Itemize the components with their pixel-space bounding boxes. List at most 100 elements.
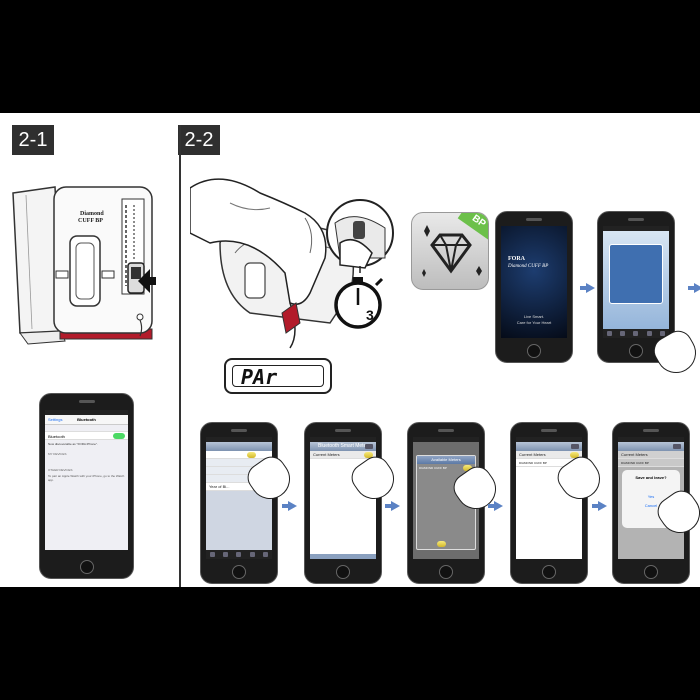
tutorial-card bbox=[609, 244, 663, 304]
flow-arrow bbox=[592, 501, 607, 511]
phone-home-button[interactable] bbox=[629, 344, 643, 358]
bluetooth-nav-title: Bluetooth bbox=[77, 417, 96, 422]
settings-back-link[interactable]: Settings bbox=[48, 417, 63, 422]
phone-available-meters: Available Meters DIAMOND CUFF BP bbox=[407, 422, 485, 584]
current-meters-screen: Bluetooth Smart Meter Current Meters bbox=[310, 437, 376, 559]
phone-home-button[interactable] bbox=[439, 565, 453, 579]
device-list-row[interactable]: DIAMOND CUFF BP bbox=[417, 464, 475, 472]
yellow-button[interactable] bbox=[247, 452, 256, 458]
bluetooth-toggle-row: Bluetooth bbox=[45, 431, 128, 440]
other-devices-header: OTHER DEVICES bbox=[48, 468, 73, 472]
phone-speaker bbox=[231, 429, 247, 432]
phone-bluetooth-settings: Settings Bluetooth Bluetooth Now discove… bbox=[39, 393, 134, 579]
my-devices-header: MY DEVICES bbox=[48, 452, 67, 456]
splash-screen: FORA Diamond CUFF BP Live Smart. Care fo… bbox=[501, 226, 567, 338]
app-nav-bar bbox=[516, 442, 582, 451]
splash-title: Diamond CUFF BP bbox=[508, 264, 549, 269]
current-meters-row: Current Meters bbox=[618, 451, 684, 459]
bluetooth-nav-bar: Settings Bluetooth bbox=[45, 415, 128, 425]
status-bar bbox=[206, 437, 272, 442]
settings-screen: Year of Bi... 1985 bbox=[206, 437, 272, 559]
settings-row bbox=[206, 459, 272, 467]
step-label-2-2: 2-2 bbox=[178, 125, 220, 155]
current-meters-label: Current Meters bbox=[313, 452, 340, 457]
phone-home-button[interactable] bbox=[232, 565, 246, 579]
phone-home-button[interactable] bbox=[542, 565, 556, 579]
step-label-2-1: 2-1 bbox=[12, 125, 54, 155]
add-meter-button[interactable] bbox=[364, 452, 373, 458]
phone-speaker bbox=[335, 429, 351, 432]
status-bar bbox=[413, 437, 479, 442]
diamond-icon bbox=[422, 225, 482, 277]
timer-seconds: 3 bbox=[366, 307, 374, 323]
phone-settings-list: Year of Bi... 1985 bbox=[200, 422, 278, 584]
save-cancel-button[interactable]: Cancel bbox=[644, 503, 658, 508]
section-divider bbox=[179, 125, 181, 587]
phone-home-button[interactable] bbox=[79, 560, 94, 574]
status-bar bbox=[603, 226, 669, 231]
status-bar bbox=[618, 437, 684, 442]
phone-current-meters: Bluetooth Smart Meter Current Meters bbox=[304, 422, 382, 584]
phone-tutorial bbox=[597, 211, 675, 363]
bluetooth-toggle-switch[interactable] bbox=[113, 433, 125, 439]
phone-home-button[interactable] bbox=[336, 565, 350, 579]
flow-arrow bbox=[282, 501, 297, 511]
status-bar bbox=[516, 437, 582, 442]
app-nav-bar: Bluetooth Smart Meter bbox=[310, 442, 376, 451]
bp-monitor-illustration: Diamond CUFF BP bbox=[10, 181, 160, 346]
instruction-panel: 2-1 2-2 Diam bbox=[0, 113, 700, 587]
device-name: DIAMOND CUFF BP bbox=[419, 466, 447, 470]
phone-home-button[interactable] bbox=[527, 344, 541, 358]
connect-button[interactable] bbox=[463, 465, 472, 471]
bluetooth-row-label: Bluetooth bbox=[48, 434, 65, 439]
device-model-label: CUFF BP bbox=[78, 218, 103, 224]
app-nav-bar bbox=[206, 442, 272, 451]
flow-arrow-offscreen bbox=[688, 283, 700, 293]
phone-speaker bbox=[438, 429, 454, 432]
phone-meter-added: Current Meters DIAMOND CUFF BP bbox=[510, 422, 588, 584]
settings-row bbox=[206, 467, 272, 475]
phone-home-button[interactable] bbox=[644, 565, 658, 579]
add-meter-button[interactable] bbox=[570, 452, 579, 458]
phone-speaker bbox=[628, 218, 644, 221]
pair-hint-text: To pair an Apple Watch with your iPhone,… bbox=[48, 474, 125, 482]
hand-press-illustration: 3 bbox=[189, 173, 410, 353]
fora-app-icon[interactable]: BP bbox=[411, 212, 489, 290]
tutorial-screen bbox=[603, 226, 669, 338]
splash-brand: FORA bbox=[508, 256, 525, 262]
status-bar bbox=[310, 437, 376, 442]
cuff-monitor-drawing bbox=[12, 186, 156, 345]
settings-row bbox=[206, 475, 272, 483]
phone-speaker bbox=[643, 429, 659, 432]
app-nav-bar bbox=[618, 442, 684, 451]
phone-splash: FORA Diamond CUFF BP Live Smart. Care fo… bbox=[495, 211, 573, 363]
current-meters-label: Current Meters bbox=[621, 452, 648, 457]
current-meters-label: Current Meters bbox=[519, 452, 546, 457]
confirm-button[interactable] bbox=[437, 541, 447, 547]
flow-arrow bbox=[385, 501, 400, 511]
paired-device-row: DIAMOND CUFF BP bbox=[618, 459, 684, 467]
tab-bar bbox=[206, 550, 272, 559]
year-of-birth-label: Year of Bi... bbox=[209, 484, 230, 489]
status-bar bbox=[45, 410, 128, 415]
available-meters-title: Available Meters bbox=[417, 456, 475, 464]
meters-row[interactable] bbox=[206, 451, 272, 459]
save-alert-title: Save and leave? bbox=[635, 475, 667, 480]
meter-added-screen: Current Meters DIAMOND CUFF BP bbox=[516, 437, 582, 559]
flow-arrow bbox=[488, 501, 503, 511]
phone-speaker bbox=[541, 429, 557, 432]
current-meters-row: Current Meters bbox=[310, 451, 376, 459]
phone-speaker bbox=[78, 400, 95, 403]
splash-tagline-2: Care for Your Heart bbox=[516, 320, 552, 325]
save-yes-button[interactable]: Yes bbox=[647, 494, 655, 499]
tab-bar bbox=[310, 554, 376, 559]
tab-bar bbox=[603, 329, 669, 338]
paired-device-name: DIAMOND CUFF BP bbox=[621, 461, 649, 465]
lcd-display: PAr bbox=[224, 358, 332, 394]
lcd-text: PAr bbox=[232, 365, 324, 388]
phone-speaker bbox=[526, 218, 542, 221]
nav-title: Bluetooth Smart Meter bbox=[317, 443, 369, 449]
hand-press-drawing bbox=[189, 178, 394, 349]
flow-arrow bbox=[580, 283, 595, 293]
splash-tagline-1: Live Smart. bbox=[523, 314, 545, 319]
